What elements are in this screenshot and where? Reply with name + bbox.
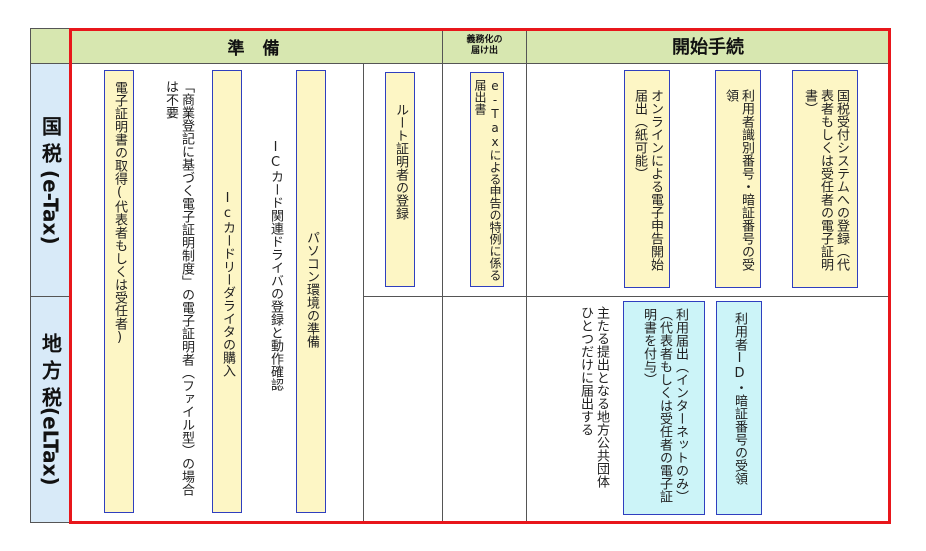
main-body-wrap: 主たる提出となる地方公共団体ひとつだけに届出する	[570, 306, 616, 506]
notice-box: e-Taxによる申告の特例に係る届出書	[470, 72, 504, 287]
note-text-wrap: 「商業登記に基づく電子証明制度」の電子証明者（ファイル型）の場合は不要	[148, 80, 208, 510]
user-id-text: 利用者ID・暗証番号の受領	[732, 312, 747, 485]
id-pw-text: 利用者識別番号・暗証番号の受領	[723, 89, 754, 271]
pc-box: パソコン環境の準備	[296, 70, 326, 513]
row-national-label: 国 税 (e-Tax)	[38, 115, 63, 245]
header-start: 開始手続	[672, 37, 744, 58]
driver-text-wrap: ICカード関連ドライバの登録と動作確認	[262, 82, 288, 502]
header-notice: 義務化の 届け出	[466, 35, 503, 56]
row-local-cell: 地 方 税(eLTax)	[30, 296, 72, 523]
card-note-text: 「商業登記に基づく電子証明制度」の電子証明者（ファイル型）の場合は不要	[163, 80, 194, 496]
cert-text: 電子証明書の取得(代表者もしくは受任者)	[112, 81, 127, 345]
id-pw-box: 利用者識別番号・暗証番号の受領	[715, 70, 761, 288]
header-start-cell: 開始手続	[526, 28, 890, 64]
registration-text: 国税受付システムへの登録（代表者もしくは受任者の電子証明書）	[802, 89, 849, 271]
card-reader-text: Icカードリーダライタの購入	[220, 191, 235, 377]
card-reader-box: Icカードリーダライタの購入	[212, 70, 242, 513]
row-local-label: 地 方 税(eLTax)	[38, 333, 63, 486]
driver-text: ICカード関連ドライバの登録と動作確認	[268, 140, 283, 391]
root-cert-text: ルート証明者の登録	[393, 103, 408, 220]
root-cert-box: ルート証明者の登録	[385, 72, 415, 287]
registration-box: 国税受付システムへの登録（代表者もしくは受任者の電子証明書）	[792, 70, 858, 288]
header-prep: 準 備	[227, 38, 286, 59]
user-id-box: 利用者ID・暗証番号の受領	[716, 301, 762, 515]
row-national-cell: 国 税 (e-Tax)	[30, 63, 72, 297]
pc-text: パソコン環境の準備	[304, 231, 319, 348]
cert-box: 電子証明書の取得(代表者もしくは受任者)	[104, 70, 134, 513]
online-start-text: オンラインによる電子申告開始届出（紙可能）	[632, 89, 663, 271]
header-prep-cell: 準 備	[70, 28, 443, 64]
usage-text: 利用届出（インターネットのみ）（代表者もしくは受任者の電子証明書を付与）	[641, 308, 688, 503]
main-body-text: 主たる提出となる地方公共団体ひとつだけに届出する	[578, 306, 609, 488]
online-start-box: オンラインによる電子申告開始届出（紙可能）	[624, 70, 670, 288]
corner-cell	[30, 28, 72, 64]
highlight-frame	[69, 28, 891, 524]
usage-box: 利用届出（インターネットのみ）（代表者もしくは受任者の電子証明書を付与）	[623, 301, 705, 515]
notice-text: e-Taxによる申告の特例に係る届出書	[473, 79, 502, 281]
